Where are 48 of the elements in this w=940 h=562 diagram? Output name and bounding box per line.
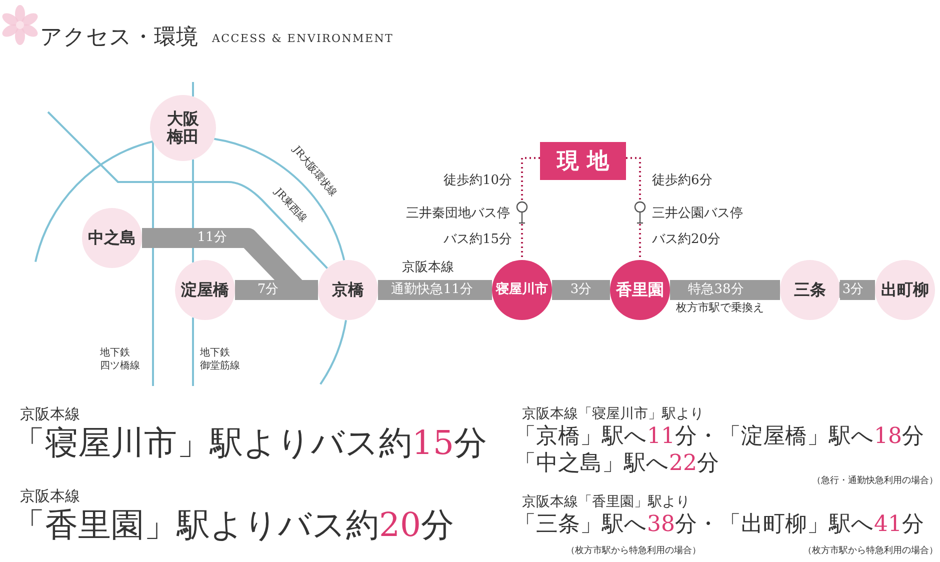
note-text: （急行・通勤快急利用の場合） [812, 476, 938, 486]
note-text: 京阪本線 [20, 406, 80, 424]
map-line [192, 318, 194, 386]
note-text: （枚方市駅から特急利用の場合） [566, 546, 701, 556]
station-circle: 中之島 [82, 208, 142, 268]
edge-label: 地下鉄四ツ橋線 [100, 348, 141, 372]
dotted-line [626, 157, 641, 201]
rail-line [552, 280, 610, 300]
access-headline: 「寝屋川市」駅よりバス約15分 [12, 424, 487, 462]
note-text: 京阪本線「寝屋川市」駅より [522, 406, 704, 422]
edge-label: バス約20分 [652, 232, 721, 248]
station-circle: 大阪梅田 [150, 95, 216, 161]
station-circle: 淀屋橋 [175, 260, 235, 320]
location-badge: 現地 [540, 142, 626, 180]
map-line [214, 138, 346, 260]
edge-label: 徒歩約6分 [652, 172, 712, 190]
rail-line [378, 280, 492, 300]
map-line [320, 320, 347, 385]
stop-name: 三井公園バス停 [652, 204, 743, 222]
map-line [152, 142, 154, 386]
note-text: 京阪本線 [20, 488, 80, 506]
map-line [47, 111, 328, 269]
dotted-line [521, 224, 523, 260]
access-headline: 「京橋」駅へ11分・「淀屋橋」駅へ18分 [514, 424, 924, 450]
station-circle: 香里園 [610, 260, 670, 320]
dotted-line [639, 224, 641, 260]
rail-line [840, 280, 875, 300]
edge-label: バス約15分 [443, 232, 512, 248]
page-title: アクセス・環境 [40, 24, 198, 52]
note-text: 京阪本線「香里園」駅より [522, 494, 690, 510]
access-headline: 「三条」駅へ38分・「出町柳」駅へ41分 [514, 512, 924, 538]
note-text: （枚方市駅から特急利用の場合） [803, 546, 938, 556]
map-line [34, 140, 154, 262]
station-circle: 京橋 [318, 260, 378, 320]
station-circle: 三条 [780, 260, 840, 320]
station-circle: 出町柳 [875, 260, 935, 320]
rail-line [670, 280, 780, 300]
access-headline: 「中之島」駅へ22分 [514, 451, 719, 476]
note-text: ACCESS & ENVIRONMENT [212, 33, 394, 46]
access-headline: 「香里園」駅よりバス約20分 [12, 506, 454, 544]
edge-label: 徒歩約10分 [443, 172, 512, 190]
note-text: 枚方市駅で乗換え [676, 302, 764, 315]
station-circle: 寝屋川市 [492, 260, 552, 320]
map-line [192, 82, 194, 97]
edge-label: 地下鉄御堂筋線 [200, 348, 241, 372]
stop-name: 三井秦団地バス停 [406, 204, 510, 222]
note-text: 京阪本線 [402, 261, 454, 276]
dotted-line [521, 157, 540, 201]
